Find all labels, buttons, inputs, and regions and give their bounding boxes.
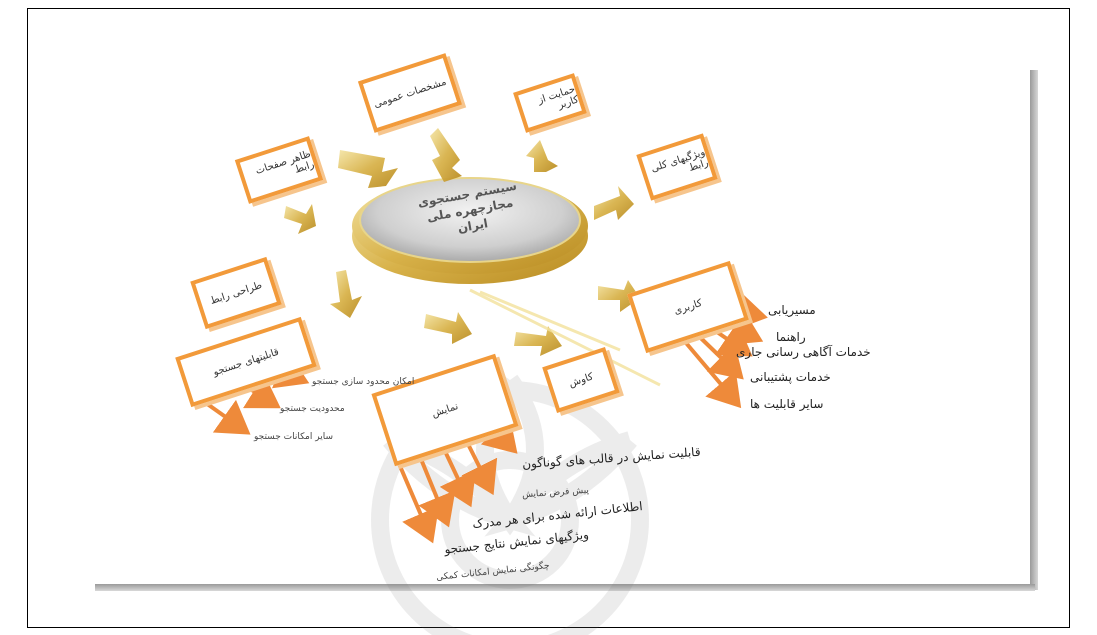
gold-arrow [284, 204, 316, 234]
list-item: سایر قابلیت ها [750, 397, 824, 411]
card-shadow [1030, 70, 1038, 590]
center-disc [352, 177, 588, 284]
light-rays [469, 288, 661, 387]
gold-arrow [330, 270, 362, 318]
list-item: خدمات پشتیبانی [750, 370, 831, 384]
gold-arrows [284, 128, 640, 356]
list-item: سایر امکانات جستجو [254, 432, 333, 442]
list-item: مسیریابی [768, 303, 816, 317]
list-item: امکان محدود سازی جستجو [312, 377, 415, 387]
gold-arrow [514, 326, 562, 356]
card-shadow [95, 584, 1035, 591]
gold-arrow [430, 128, 462, 182]
list-item: محدودیت جستجو [280, 404, 345, 414]
list-item: راهنما [776, 330, 806, 344]
list-item: خدمات آگاهی رسانی جاری [736, 345, 871, 359]
gold-arrow [338, 150, 398, 188]
gold-arrow [424, 312, 472, 344]
gold-arrow [594, 186, 634, 220]
gold-arrow [526, 140, 558, 172]
